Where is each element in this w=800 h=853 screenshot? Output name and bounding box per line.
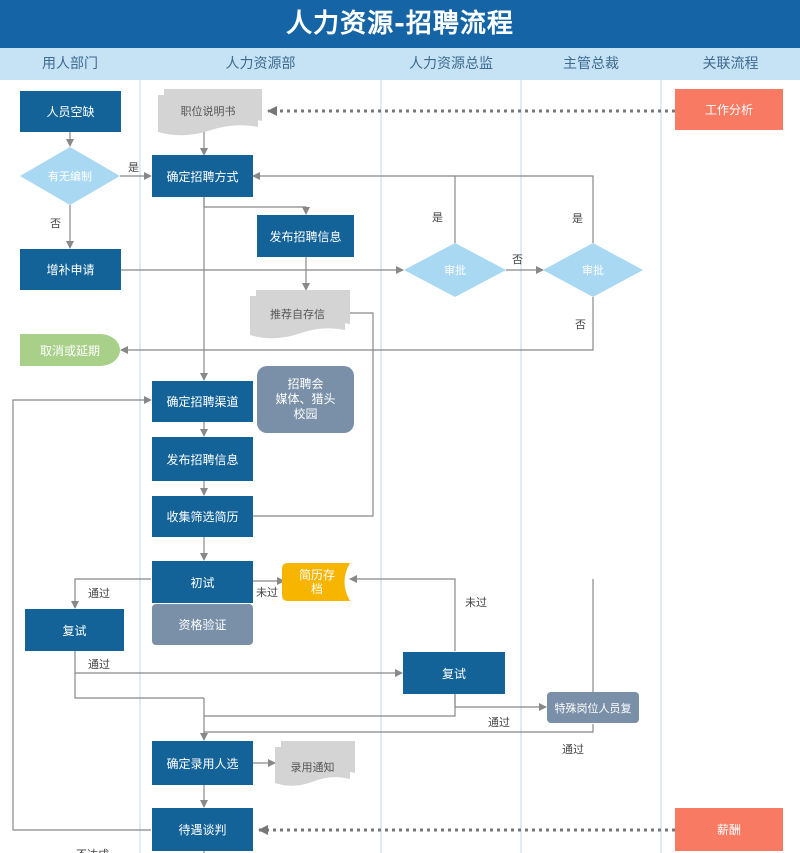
- node-dept-second-interview: 复试: [25, 609, 124, 651]
- node-special-review: 特殊岗位人员复: [547, 692, 639, 723]
- node-decide-hire: 确定录用人选: [152, 741, 253, 785]
- archive-shape: [282, 563, 350, 601]
- decision-approve-director: [404, 243, 506, 297]
- decision-has-quota-label: 有无编制: [48, 170, 92, 183]
- edge-president-yes: [455, 175, 594, 243]
- node-director-second-interview: 复试: [403, 652, 505, 694]
- label-cut-off: 不达成: [76, 846, 109, 853]
- channel-note-line-2: 媒体、猎头: [275, 392, 336, 406]
- lane-header-employing-dept: 用人部门: [0, 48, 140, 80]
- decision-approve-president-label: 审批: [582, 264, 604, 277]
- page-title: 人力资源-招聘流程: [0, 0, 800, 48]
- label-special-pass: 通过: [562, 743, 584, 756]
- channel-note-line-1: 招聘会: [287, 377, 324, 391]
- label-first-pass: 通过: [88, 587, 110, 600]
- edge-first-pass: [71, 578, 151, 609]
- edge-president-no: [120, 297, 594, 354]
- doc-job-description: 职位说明书: [180, 105, 236, 118]
- node-resume-archive: 简历存 档: [284, 565, 350, 599]
- label-quota-yes: 是: [128, 161, 139, 174]
- edge-director-second-pass: [454, 694, 547, 711]
- node-determine-method: 确定招聘方式: [152, 155, 253, 197]
- label-dept-second-pass: 通过: [88, 658, 110, 671]
- document-shapes: [158, 89, 355, 786]
- lane-separators: [139, 80, 662, 853]
- doc-hire-notice: 录用通知: [290, 761, 335, 774]
- node-job-analysis: 工作分析: [675, 89, 783, 130]
- lane-header-hr-director: 人力资源总监: [381, 48, 521, 80]
- decision-has-quota: [20, 147, 120, 205]
- label-president-yes: 是: [572, 212, 583, 225]
- node-publish-info-1: 发布招聘信息: [257, 215, 354, 257]
- edge-negotiate-loop: [12, 396, 152, 831]
- node-add-request: 增补申请: [20, 249, 121, 290]
- label-first-fail: 未过: [256, 586, 278, 599]
- node-determine-channel: 确定招聘渠道: [152, 381, 253, 422]
- decision-approve-president: [543, 243, 643, 297]
- archive-line-2: 档: [310, 582, 323, 596]
- doc-self-recommend: 推荐自存信: [270, 308, 325, 321]
- terminator-cancel-delay: [20, 334, 120, 366]
- node-channel-note: 招聘会 媒体、猎头 校园: [257, 366, 354, 433]
- node-cancel-delay: 取消或延期: [39, 343, 100, 358]
- node-qualification: 资格验证: [152, 604, 253, 645]
- edge-director-second-merge: [204, 694, 456, 717]
- label-director-no: 否: [512, 253, 523, 266]
- lane-header-president: 主管总裁: [521, 48, 661, 80]
- lane-header-hr-dept: 人力资源部: [140, 48, 381, 80]
- edge-recommend-collect: [253, 312, 374, 517]
- node-vacancy: 人员空缺: [20, 91, 121, 132]
- edge-dept-second-merge: [74, 673, 204, 699]
- label-director-second-fail: 未过: [465, 596, 487, 609]
- lane-header-related-process: 关联流程: [661, 48, 800, 80]
- edge-method-publish: [203, 197, 310, 215]
- node-publish-info-2: 发布招聘信息: [152, 437, 253, 481]
- edge-director-second-fail: [349, 575, 456, 651]
- channel-note-line-3: 校园: [293, 407, 318, 421]
- node-collect-resume: 收集筛选简历: [152, 496, 253, 537]
- label-president-no: 否: [575, 318, 586, 331]
- edge-dept-second-pass: [74, 651, 403, 677]
- edge-special-pass: [204, 724, 594, 733]
- archive-line-1: 简历存: [298, 568, 335, 582]
- label-quota-no: 否: [50, 217, 61, 230]
- label-director-yes: 是: [432, 211, 443, 224]
- node-first-interview: 初试: [152, 561, 253, 603]
- node-salary-negotiation: 待遇谈判: [152, 808, 253, 851]
- decision-approve-director-label: 审批: [444, 264, 466, 277]
- label-director-second-pass: 通过: [488, 716, 510, 729]
- node-salary: 薪酬: [675, 808, 783, 851]
